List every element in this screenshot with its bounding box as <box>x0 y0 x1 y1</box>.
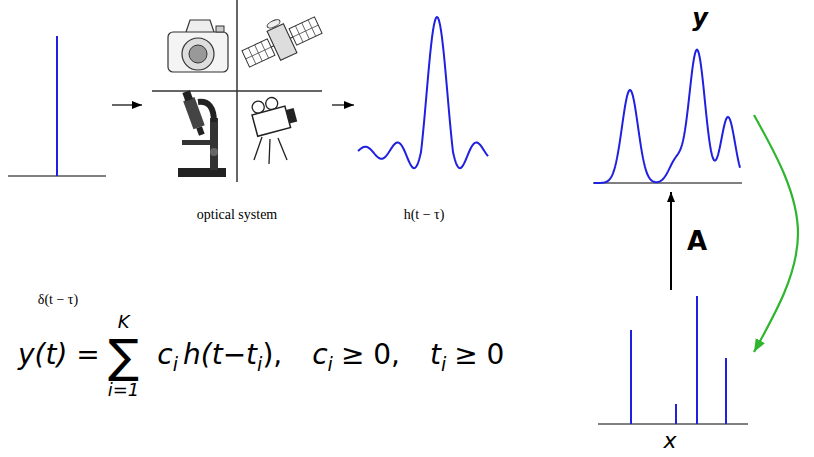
sum-symbol: ∑ <box>108 332 139 380</box>
axis-line <box>593 183 742 184</box>
microscope-tube <box>180 90 207 137</box>
formula-text: y(t) = <box>18 338 100 371</box>
camera-prism <box>186 20 214 32</box>
video-lens <box>286 108 297 124</box>
camera-body <box>168 32 228 72</box>
psf-waveform <box>358 17 488 168</box>
camera-button <box>216 26 224 32</box>
satellite-dish <box>266 18 281 29</box>
formula-subscript: i <box>173 353 178 375</box>
panel-caption: h(t − τ) <box>354 207 494 223</box>
operator-label: A <box>685 226 709 256</box>
formula-subscript: i <box>328 353 333 375</box>
microscope-knob <box>210 148 218 156</box>
satellite-icon <box>236 4 325 73</box>
sum-upper-limit: K <box>118 312 130 332</box>
formula: y(t) =K∑i=1cih(t−ti),ci≥ 0,ti≥ 0 <box>18 312 504 400</box>
spike <box>675 404 677 424</box>
panel-caption: x <box>587 428 753 454</box>
camera-lens <box>182 38 214 70</box>
spike <box>696 296 698 424</box>
microscope-stage <box>182 140 216 145</box>
formula-text: c <box>157 338 172 371</box>
light-ray <box>254 137 262 160</box>
figure-panel: y <box>588 4 754 192</box>
panel-caption: y <box>617 4 783 32</box>
sum-block: K∑i=1 <box>108 312 140 400</box>
formula-subscript: i <box>441 353 446 375</box>
solar-panel <box>289 17 322 45</box>
formula-subscript: i <box>257 353 262 375</box>
figure-panel: h(t − τ) <box>354 10 494 226</box>
spike <box>630 330 632 424</box>
formula-text: h(t−t <box>183 338 257 371</box>
tube-body <box>183 97 205 129</box>
delta-spike <box>56 36 58 176</box>
camera-icon <box>168 20 228 72</box>
solar-panel <box>242 39 275 67</box>
video-body <box>252 106 291 136</box>
arrow-connector <box>670 192 672 290</box>
panel-caption: optical system <box>142 207 332 223</box>
tube-objective <box>196 126 204 136</box>
arrow-connector <box>112 104 142 105</box>
panel-line <box>293 25 318 37</box>
figure-panel: δ(t − τ) <box>4 24 112 310</box>
formula-text: ), <box>262 338 282 371</box>
panel-line <box>246 47 271 59</box>
panel-caption: δ(t − τ) <box>4 292 112 308</box>
microscope-base <box>178 168 226 177</box>
figure-panel: x <box>588 290 754 454</box>
video-camera-icon <box>249 93 298 164</box>
curved-arrow <box>754 115 798 352</box>
microscope-icon <box>178 90 226 177</box>
formula-text: c <box>312 338 327 371</box>
arrow-connector <box>332 104 354 105</box>
light-ray <box>278 138 287 160</box>
satellite-body <box>267 24 297 61</box>
figure-panel: optical system <box>142 2 332 226</box>
grid-line <box>152 90 322 92</box>
signal-waveform <box>594 50 740 183</box>
light-ray <box>269 139 270 164</box>
tube-eyepiece <box>182 90 193 101</box>
formula-text: t <box>430 338 441 371</box>
sum-lower-limit: i=1 <box>108 380 140 400</box>
camera-lens-inner <box>189 45 207 63</box>
formula-text: ≥ 0, <box>341 338 400 371</box>
spike <box>725 358 727 424</box>
formula-text: ≥ 0 <box>454 338 504 371</box>
